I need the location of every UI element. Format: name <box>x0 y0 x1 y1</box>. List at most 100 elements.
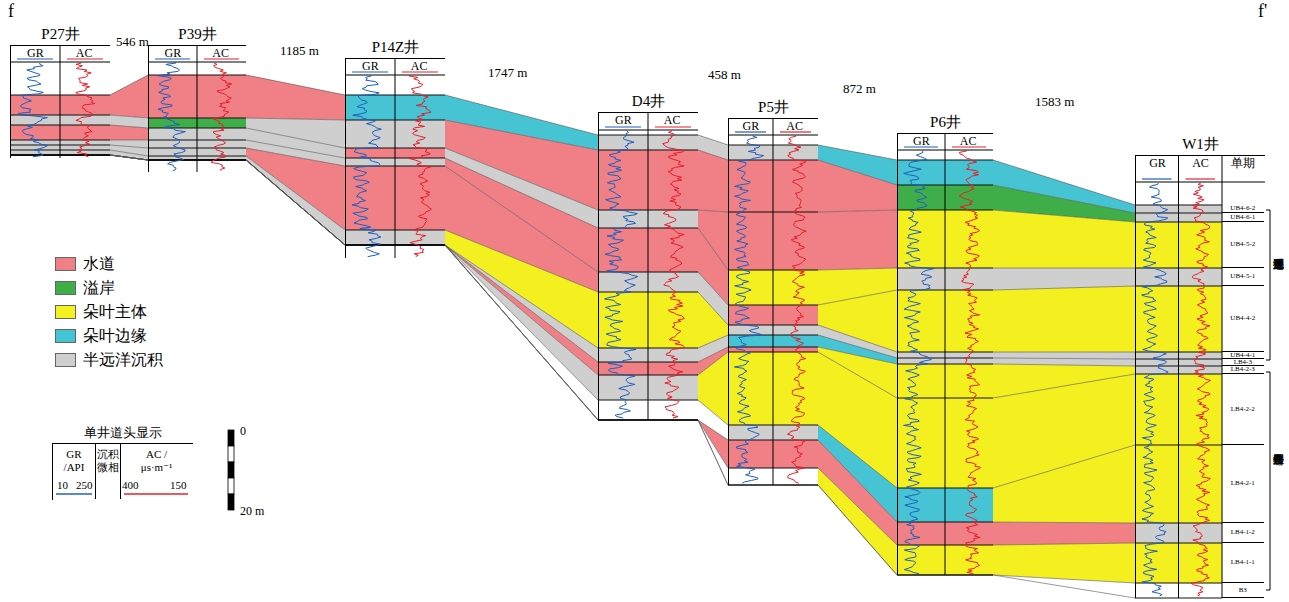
column-label: GR <box>27 46 44 59</box>
ac-scale-line <box>124 493 188 495</box>
correlation-line <box>246 160 345 245</box>
bracket <box>1266 210 1270 360</box>
correlation-line <box>698 352 728 375</box>
ac-curve <box>663 131 685 418</box>
column-label: GR <box>1149 156 1166 169</box>
well-spacing: 1185 m <box>280 44 319 57</box>
correlation-line <box>110 155 148 160</box>
facies-band <box>445 245 598 400</box>
well-name: D4井 <box>569 93 728 110</box>
well-name: P14Z井 <box>316 39 475 56</box>
correlation-line <box>818 485 897 575</box>
correlation-line <box>445 245 598 362</box>
facies-band <box>818 160 897 212</box>
facies-band <box>445 245 598 362</box>
log-header-cell: AC <box>60 46 109 63</box>
unit-name: LB4-2-3 <box>1231 366 1255 373</box>
correlation-line <box>445 245 598 375</box>
log-header-cell: AC <box>773 119 817 136</box>
facies-band <box>993 522 1135 545</box>
legend-text: 朵叶边缘 <box>83 328 147 344</box>
unit-cell: UB4-6-2 <box>1222 205 1264 213</box>
correlation-line <box>110 140 148 141</box>
correlation-line <box>246 160 345 245</box>
facies-band <box>445 245 598 375</box>
column-label: GR <box>913 134 930 147</box>
correlation-line <box>818 485 897 575</box>
unit-name: LB4-1-1 <box>1231 559 1255 566</box>
correlation-line <box>246 148 345 166</box>
ac-curve <box>76 63 95 157</box>
gr-curve <box>605 131 638 418</box>
scale-bar-label: 0 <box>240 425 246 437</box>
correlation-line <box>110 155 148 160</box>
unit-cell: LB4-1-1 <box>1222 543 1264 583</box>
unit-cell: B3 <box>1222 583 1264 598</box>
unit-name: UB4-6-2 <box>1230 205 1255 212</box>
unit-name: B3 <box>1239 587 1247 594</box>
log-header-cell: GR <box>729 119 773 136</box>
facies-band <box>698 420 728 468</box>
unit-cell: UB4-5-2 <box>1222 222 1264 268</box>
unit-cell: LB4-2-2 <box>1222 374 1264 445</box>
header-line <box>728 135 818 136</box>
correlation-line <box>993 286 1135 290</box>
scale-bar <box>228 478 234 494</box>
legend-item: 朵叶主体 <box>55 304 147 320</box>
correlation-line <box>993 358 1135 359</box>
facies-band <box>993 445 1135 523</box>
correlation-line <box>698 272 728 305</box>
correlation-line <box>110 155 148 160</box>
well-name: P6井 <box>868 114 1023 131</box>
correlation-line <box>445 245 598 420</box>
log-header-cell: GR <box>898 134 945 151</box>
correlation-line <box>993 522 1135 523</box>
column-label: AC <box>76 46 93 59</box>
header-line <box>10 62 110 63</box>
facies-band <box>993 575 1135 598</box>
correlation-line <box>246 160 345 245</box>
scale-value: 400 <box>122 480 139 491</box>
unit-cell: LB4-1-2 <box>1222 523 1264 543</box>
facies-band <box>110 150 148 160</box>
legend-item: 溢岸 <box>55 280 115 296</box>
correlation-line <box>698 420 728 485</box>
correlation-line <box>993 445 1135 488</box>
unit-name: UB4-4-1 <box>1230 352 1255 359</box>
correlation-line <box>445 95 598 135</box>
correlation-line <box>993 352 1135 353</box>
column-divider <box>395 58 396 258</box>
well-log <box>897 133 993 575</box>
ac-curve <box>211 63 232 171</box>
correlation-line <box>818 352 897 398</box>
log-header-cell: 单期 <box>1222 156 1263 183</box>
legend-swatch <box>55 305 76 319</box>
column-label: AC <box>960 134 977 147</box>
correlation-line <box>110 145 148 148</box>
column-label: AC <box>212 46 229 59</box>
facies-band <box>698 150 728 212</box>
correlation-line <box>246 118 345 120</box>
unit-name: UB4-4-2 <box>1230 315 1255 322</box>
legend-item: 半远洋沉积 <box>55 352 163 368</box>
unit-cell: LB4-2-1 <box>1222 445 1264 523</box>
well-name: P5井 <box>699 99 848 116</box>
correlation-line <box>818 440 897 522</box>
correlation-line <box>993 364 1135 366</box>
well-column: GRACP14Z井 <box>345 58 445 258</box>
correlation-line <box>818 347 897 364</box>
correlation-line <box>993 160 1135 205</box>
unit-name: LB4-3 <box>1234 359 1252 366</box>
facies-band <box>246 75 345 120</box>
unit-cell: UB4-4-2 <box>1222 286 1264 352</box>
facies-band <box>818 210 897 270</box>
unit-name: UB4-5-1 <box>1230 273 1255 280</box>
correlation-line <box>110 75 148 95</box>
log-header-cell: AC <box>648 113 697 131</box>
gr-scale-line <box>1142 178 1172 179</box>
correlation-line <box>445 120 598 150</box>
unit-name: UB4-6-1 <box>1230 214 1255 221</box>
unit-name: LB4-2-1 <box>1231 480 1255 487</box>
correlation-line <box>445 166 598 272</box>
log-header-cell: GR <box>11 46 60 63</box>
